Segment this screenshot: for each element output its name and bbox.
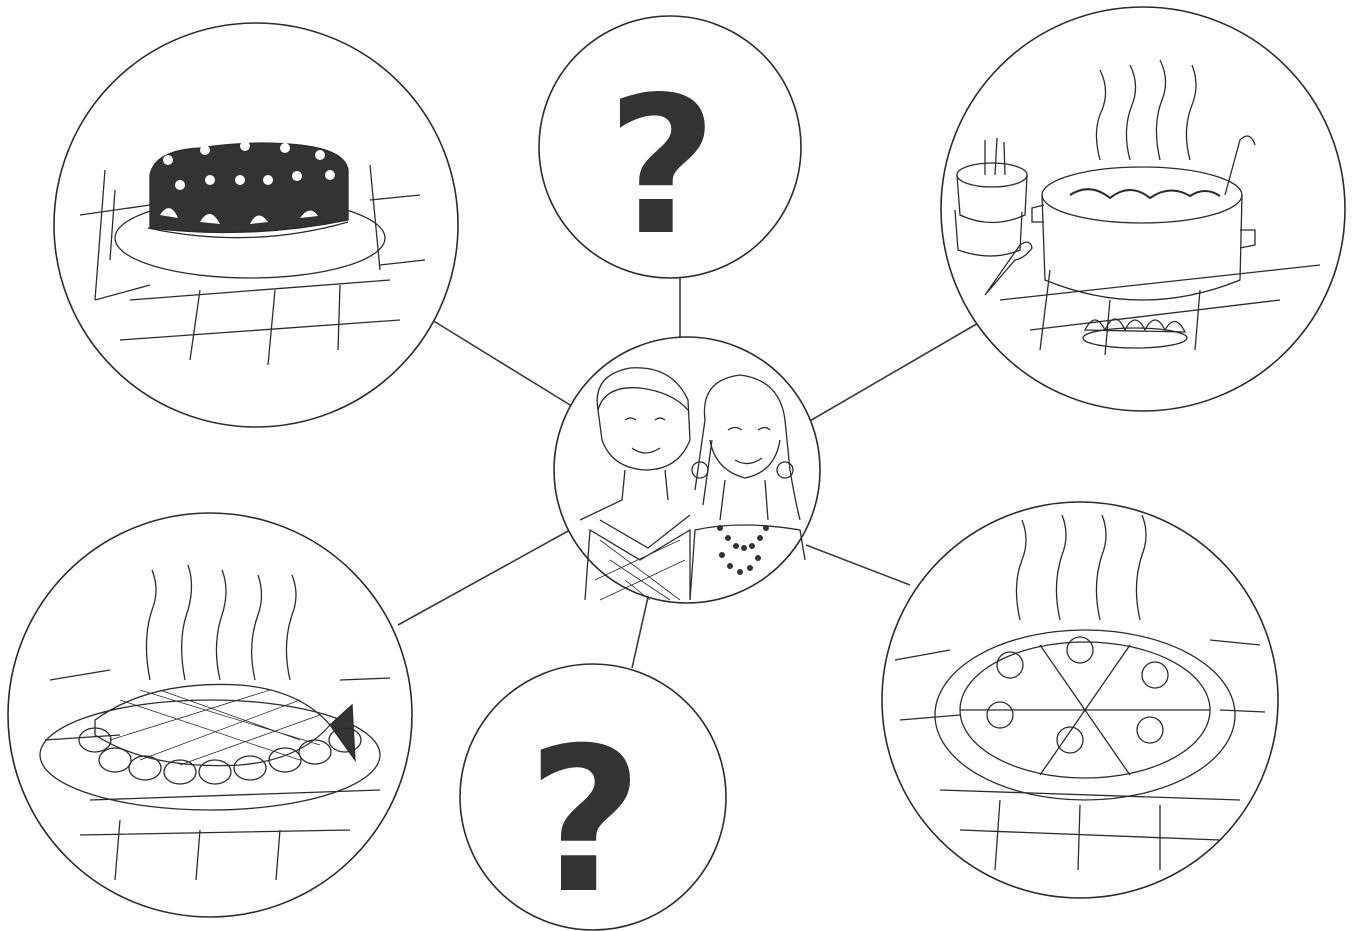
connector-cake bbox=[432, 320, 575, 408]
connector-soup bbox=[808, 322, 980, 422]
node-unknown-bottom: ? bbox=[460, 664, 726, 931]
node-pizza bbox=[882, 502, 1278, 898]
node-cake bbox=[54, 23, 458, 427]
question-mark-icon: ? bbox=[607, 56, 717, 277]
connector-pizza bbox=[806, 545, 910, 585]
node-soup bbox=[941, 7, 1345, 411]
question-mark-icon: ? bbox=[527, 705, 643, 931]
connector-fish bbox=[398, 530, 570, 625]
node-unknown-top: ? bbox=[539, 16, 801, 278]
node-center bbox=[554, 337, 820, 603]
connector-bottom-question bbox=[632, 597, 648, 668]
node-fish bbox=[8, 513, 412, 917]
